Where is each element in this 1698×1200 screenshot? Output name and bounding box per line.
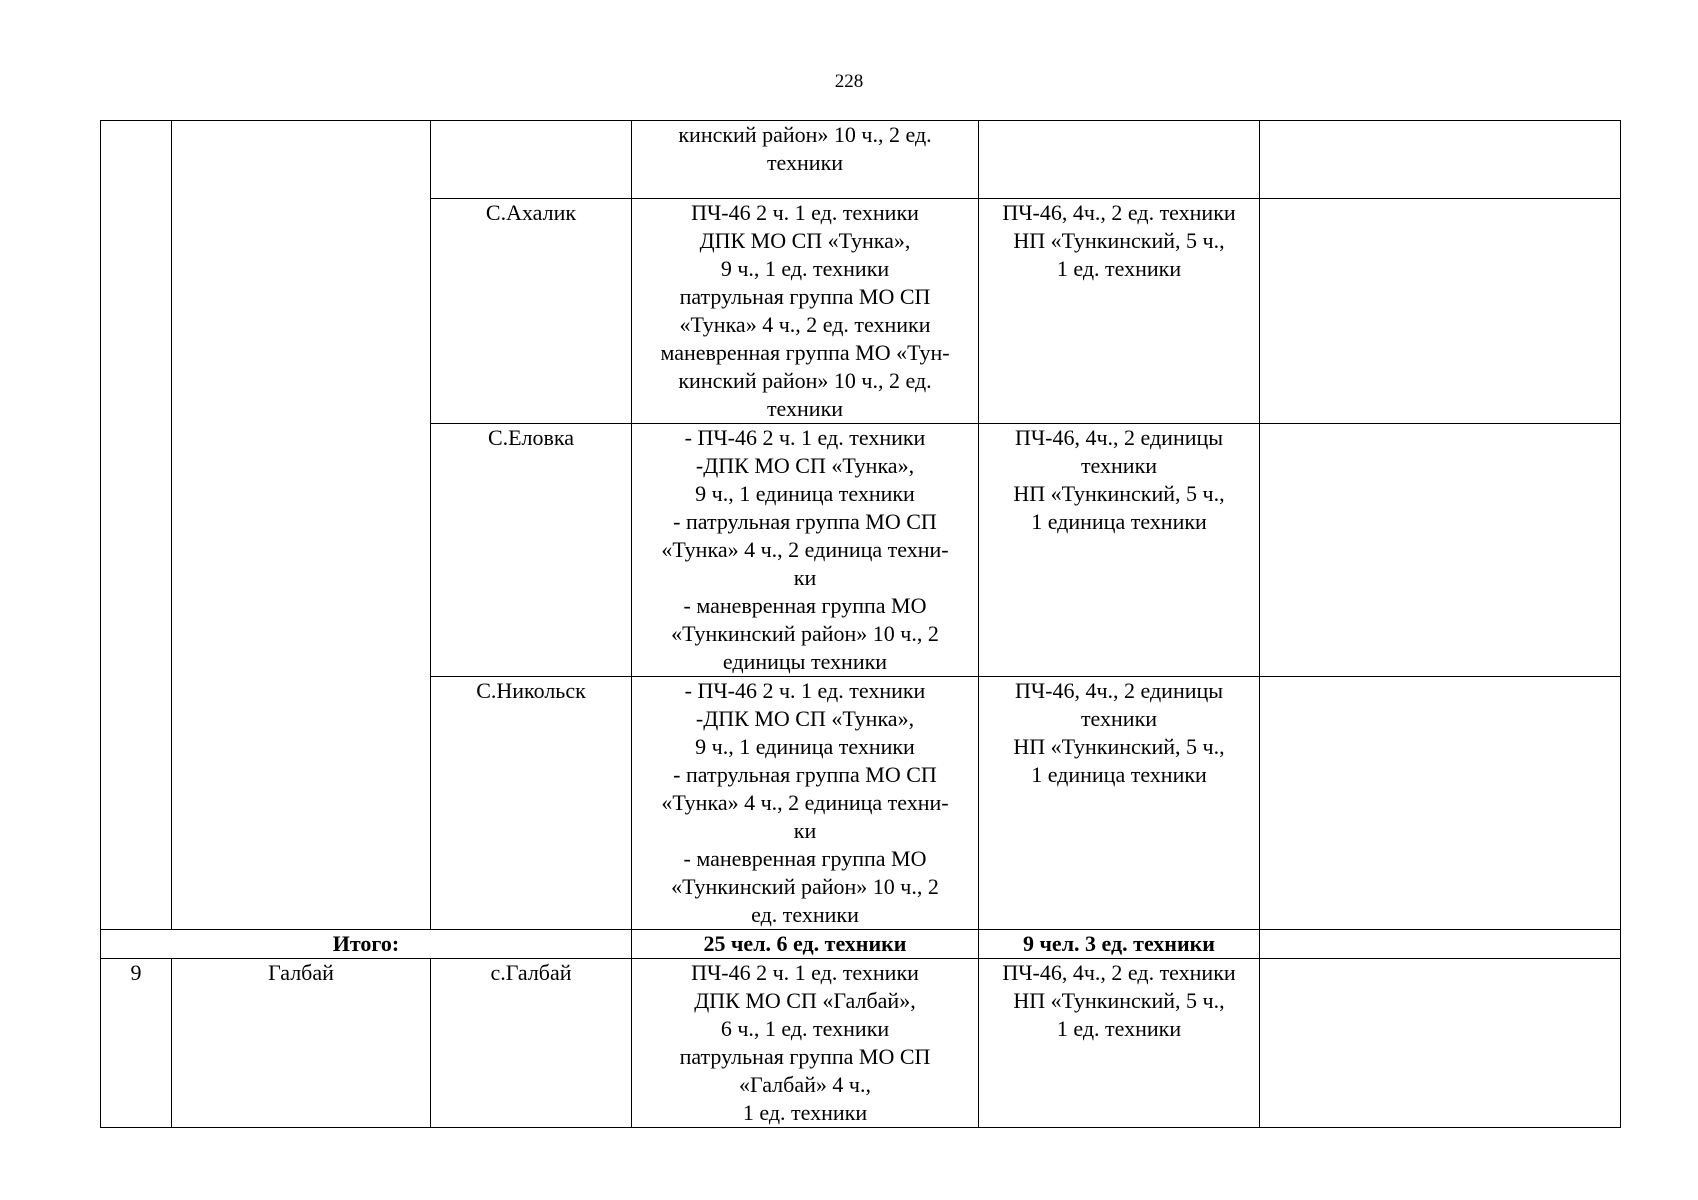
total-row: Итого: 25 чел. 6 ед. техники 9 чел. 3 ед… [100,929,1621,959]
forces-cell: - ПЧ-46 2 ч. 1 ед. техники -ДПК МО СП «Т… [631,676,979,930]
forces-cell: ПЧ-46 2 ч. 1 ед. техники ДПК МО СП «Галб… [631,958,979,1128]
reserve-cell [978,120,1260,199]
total-forces: 25 чел. 6 ед. техники [631,929,979,959]
municipality-cell: Галбай [171,958,431,1128]
table-row: кинский район» 10 ч., 2 ед. техники [100,120,1621,930]
notes-cell [1259,676,1621,930]
settlement-cell: С.Еловка [430,423,632,677]
notes-cell [1259,198,1621,424]
total-reserve: 9 чел. 3 ед. техники [978,929,1260,959]
reserve-cell: ПЧ-46, 4ч., 2 ед. техники НП «Тункинский… [978,958,1260,1128]
total-label: Итого: [100,929,632,959]
settlement-cell: с.Галбай [430,958,632,1128]
municipality-cell [171,120,431,930]
forces-table: кинский район» 10 ч., 2 ед. техники С.Ах… [100,120,1621,1128]
settlement-cell: С.Ахалик [430,198,632,424]
notes-cell [1259,958,1621,1128]
table-row: С.Ахалик ПЧ-46 2 ч. 1 ед. техники ДПК МО… [101,198,1621,424]
forces-cell: ПЧ-46 2 ч. 1 ед. техники ДПК МО СП «Тунк… [631,198,979,424]
reserve-cell: ПЧ-46, 4ч., 2 единицы техники НП «Тункин… [978,423,1260,677]
reserve-cell: ПЧ-46, 4ч., 2 ед. техники НП «Тункинский… [978,198,1260,424]
reserve-cell: ПЧ-46, 4ч., 2 единицы техники НП «Тункин… [978,676,1260,930]
notes-cell [1259,120,1621,199]
page-number: 228 [834,71,864,92]
notes-cell [1259,423,1621,677]
settlement-cell [430,120,632,199]
table-row: 9 Галбай с.Галбай ПЧ-46 2 ч. 1 ед. техни… [100,958,1621,1128]
table-row: С.Никольск - ПЧ-46 2 ч. 1 ед. техники -Д… [101,676,1621,930]
settlement-cell: С.Никольск [430,676,632,930]
forces-cell: - ПЧ-46 2 ч. 1 ед. техники -ДПК МО СП «Т… [631,423,979,677]
number-cell: 9 [100,958,172,1128]
notes-cell [1259,929,1621,959]
forces-cell: кинский район» 10 ч., 2 ед. техники [631,120,979,199]
number-cell [100,120,172,930]
